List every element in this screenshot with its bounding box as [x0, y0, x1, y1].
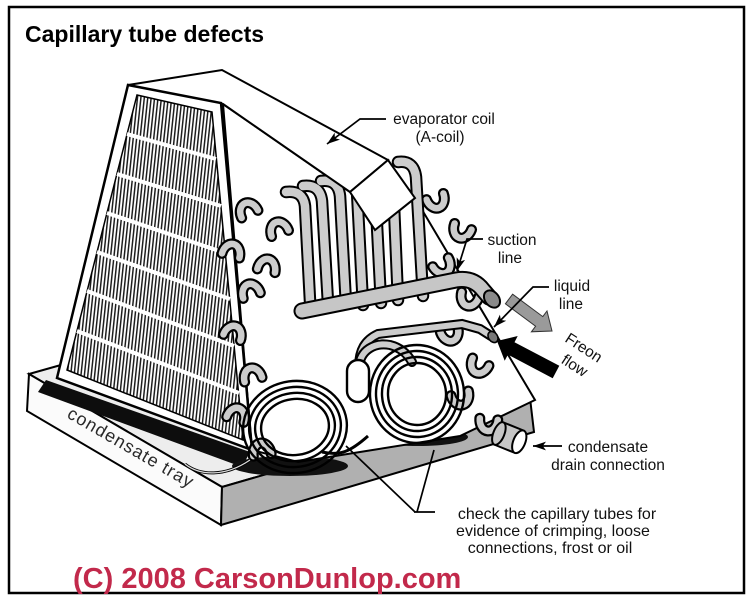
capillary-coil-left [241, 379, 349, 475]
distributor [345, 339, 417, 404]
page-border [7, 5, 746, 595]
capillary-tube-tails [184, 434, 369, 475]
evaporator-coil-label-line1: evaporator coil [393, 111, 495, 128]
fin-panel [55, 83, 254, 452]
capillary-note-line2: evidence of crimping, loose [456, 523, 650, 540]
suction-line-pipe [293, 271, 502, 320]
suction-line-label-line1: suction [487, 232, 536, 249]
evaporator-coil-label-line2: (A-coil) [415, 129, 464, 146]
capillary-note-line1: check the capillary tubes for [458, 506, 657, 523]
drain-label: condensate drain connection [551, 439, 665, 474]
suction-line-label-line2: line [498, 250, 522, 267]
liquid-line-label-line2: line [559, 296, 583, 313]
fin-separators [76, 132, 240, 395]
freon-in-arrow [497, 336, 560, 379]
liquid-line-label: liquid line [554, 278, 590, 313]
capillary-note: check the capillary tubes for evidence o… [456, 506, 657, 557]
leader-lines [326, 118, 562, 513]
evaporator-coil-label: evaporator coil (A-coil) [393, 111, 495, 146]
page-title: Capillary tube defects [25, 21, 264, 47]
drain-label-line2: drain connection [551, 457, 665, 474]
suction-line-label: suction line [487, 232, 536, 267]
drain-label-line1: condensate [568, 439, 648, 456]
freon-out-arrow [504, 293, 553, 333]
liquid-line-label-line1: liquid [554, 278, 590, 295]
drain-connection [491, 421, 528, 455]
capillary-coil-right [368, 343, 466, 445]
freon-flow-label: Freon flow [558, 330, 605, 381]
capillary-note-line3: connections, frost or oil [468, 540, 633, 557]
copyright-text: (C) 2008 CarsonDunlop.com [73, 563, 461, 595]
